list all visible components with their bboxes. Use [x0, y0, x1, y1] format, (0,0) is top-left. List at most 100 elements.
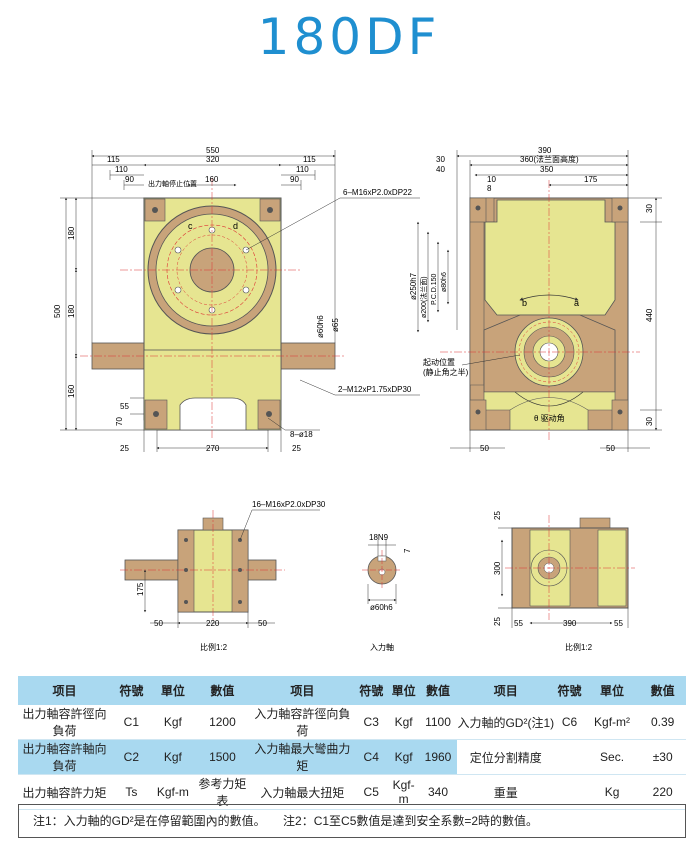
table-cell: C1 [123, 715, 140, 729]
dim-shaft-60h6: ø60h6 [316, 315, 325, 338]
table-cell: Kgf-m [392, 778, 415, 806]
dim-390: 390 [538, 146, 552, 155]
dim-390: 390 [563, 619, 577, 628]
input-shaft-view: 18N9 7 ø60h6 入力軸 [362, 533, 412, 652]
dim-500: 500 [53, 304, 62, 318]
table-cell: C2 [111, 739, 152, 775]
dim-25: 25 [120, 444, 129, 453]
table-cell: Ts [125, 785, 138, 799]
dim-90: 90 [125, 175, 134, 184]
dim-110: 110 [296, 165, 309, 174]
label-drive-angle: θ 驱动角 [534, 413, 565, 423]
col-value: 數值 [418, 676, 458, 705]
table-cell: Kgf [163, 715, 182, 729]
table-cell: Sec. [584, 739, 640, 775]
front-view: c d 550 320 115 110 90 115 110 90 160 出力… [53, 146, 420, 453]
label-start-2: (静止角之半) [423, 367, 469, 377]
label-output-stop: 出力軸停止位置 [148, 179, 197, 188]
table-cell: 入力軸容許徑向負荷 [254, 707, 351, 738]
mark-a: a [574, 298, 579, 308]
col-value: 數值 [639, 676, 686, 705]
callout-v3: 16–M16xP2.0xDP30 [252, 500, 326, 509]
dim-55: 55 [120, 402, 129, 411]
dim-440: 440 [645, 308, 654, 322]
table-row: 出力軸容許力矩 Ts Kgf-m 参考力矩表 入力軸最大扭矩 C5 Kgf-m … [18, 775, 686, 810]
callout-side: 2–M12xP1.75xDP30 [338, 385, 412, 394]
callout-hole: 8–ø18 [290, 430, 313, 439]
dim-175: 175 [584, 175, 598, 184]
dim-320: 320 [206, 155, 220, 164]
table-row: 出力軸容許徑向負荷 C1 Kgf 1200 入力軸容許徑向負荷 C3 Kgf 1… [18, 705, 686, 740]
dim-25: 25 [493, 617, 502, 626]
table-cell: 重量 [493, 785, 518, 800]
dim-25: 25 [493, 511, 502, 520]
table-cell: C6 [561, 715, 578, 729]
table-cell: 入力軸最大彎曲力矩 [250, 739, 354, 775]
dim-250h7: ø250h7 [409, 272, 418, 300]
side-view: b a θ 驱动角 起动位置 (静止角之半) 390 360(法兰面高度) 35… [409, 146, 662, 453]
table-header-row: 项目 符號 單位 數值 项目 符號 單位 數值 项目 符號 單位 數值 [18, 676, 686, 705]
col-unit: 單位 [584, 676, 640, 705]
dim-40: 40 [436, 165, 445, 174]
label-start: 起动位置 [423, 357, 455, 367]
dim-70: 70 [115, 417, 124, 426]
table-cell: Kgf-m [156, 785, 189, 799]
dim-60h6: ø60h6 [370, 603, 393, 612]
table-cell: 1200 [209, 715, 236, 729]
scale-v5: 比例1:2 [565, 642, 593, 652]
dim-115: 115 [303, 155, 316, 164]
table-cell [554, 739, 585, 775]
table-cell: 出力軸容許力矩 [22, 785, 107, 800]
dim-90: 90 [290, 175, 299, 184]
table-cell: C4 [354, 739, 389, 775]
table-cell: 0.39 [651, 715, 675, 729]
table-cell: ±30 [639, 739, 686, 775]
note-2: 注2：C1至C5數值是達到安全系數=2時的數值。 [283, 814, 539, 828]
dim-30: 30 [645, 204, 654, 213]
technical-drawing: c d 550 320 115 110 90 115 110 90 160 出力… [53, 146, 662, 652]
bottom-view: 16–M16xP2.0xDP30 175 50 220 50 比例1:2 [120, 500, 326, 652]
table-cell: 出力軸容許徑向負荷 [22, 707, 107, 738]
dim-160: 160 [205, 175, 219, 184]
dim-180: 180 [67, 304, 76, 318]
dim-55: 55 [514, 619, 523, 628]
spec-table: 项目 符號 單位 數值 项目 符號 單位 數值 项目 符號 單位 數值 出力軸容… [18, 676, 686, 810]
dim-shaft-65: ø65 [331, 318, 340, 332]
dim-360: 360(法兰面高度) [520, 154, 579, 164]
notes-box: 注1：入力軸的GD²是在停留範圍內的數值。 注2：C1至C5數值是達到安全系數=… [18, 804, 686, 838]
table-cell: 出力軸容許軸向負荷 [18, 739, 112, 775]
note-1: 注1：入力軸的GD²是在停留範圍內的數值。 [33, 814, 266, 828]
mark-d: d [233, 221, 238, 231]
mark-c: c [188, 221, 193, 231]
dim-10: 10 [487, 175, 496, 184]
dim-7: 7 [403, 548, 412, 553]
table-cell: Kgf-m² [594, 715, 631, 729]
col-unit: 單位 [388, 676, 419, 705]
col-symbol: 符號 [111, 676, 152, 705]
dim-50: 50 [258, 619, 267, 628]
dim-50: 50 [480, 444, 489, 453]
table-cell: 入力軸最大扭矩 [260, 785, 345, 800]
table-cell: 1500 [194, 739, 251, 775]
dim-25: 25 [292, 444, 301, 453]
mark-b: b [522, 298, 527, 308]
dim-55: 55 [614, 619, 623, 628]
col-item: 项目 [457, 676, 555, 705]
table-cell: 340 [427, 785, 448, 799]
dim-18n9: 18N9 [369, 533, 389, 542]
table-cell: 220 [652, 785, 673, 799]
table-cell: 定位分割精度 [457, 739, 555, 775]
dim-8: 8 [487, 184, 492, 193]
dim-115: 115 [107, 155, 120, 164]
callout-tap: 6–M16xP2.0xDP22 [343, 188, 412, 197]
dim-50: 50 [606, 444, 615, 453]
table-cell: Kgf [394, 715, 413, 729]
side-panel [484, 199, 616, 316]
base-cutout [179, 397, 247, 431]
col-symbol: 符號 [354, 676, 389, 705]
col-unit: 單位 [151, 676, 195, 705]
table-cell: Kgf [151, 739, 195, 775]
table-row: 出力軸容許軸向負荷 C2 Kgf 1500 入力軸最大彎曲力矩 C4 Kgf 1… [18, 739, 686, 775]
col-item: 项目 [250, 676, 354, 705]
dim-80h6: ø80h6 [441, 272, 448, 292]
